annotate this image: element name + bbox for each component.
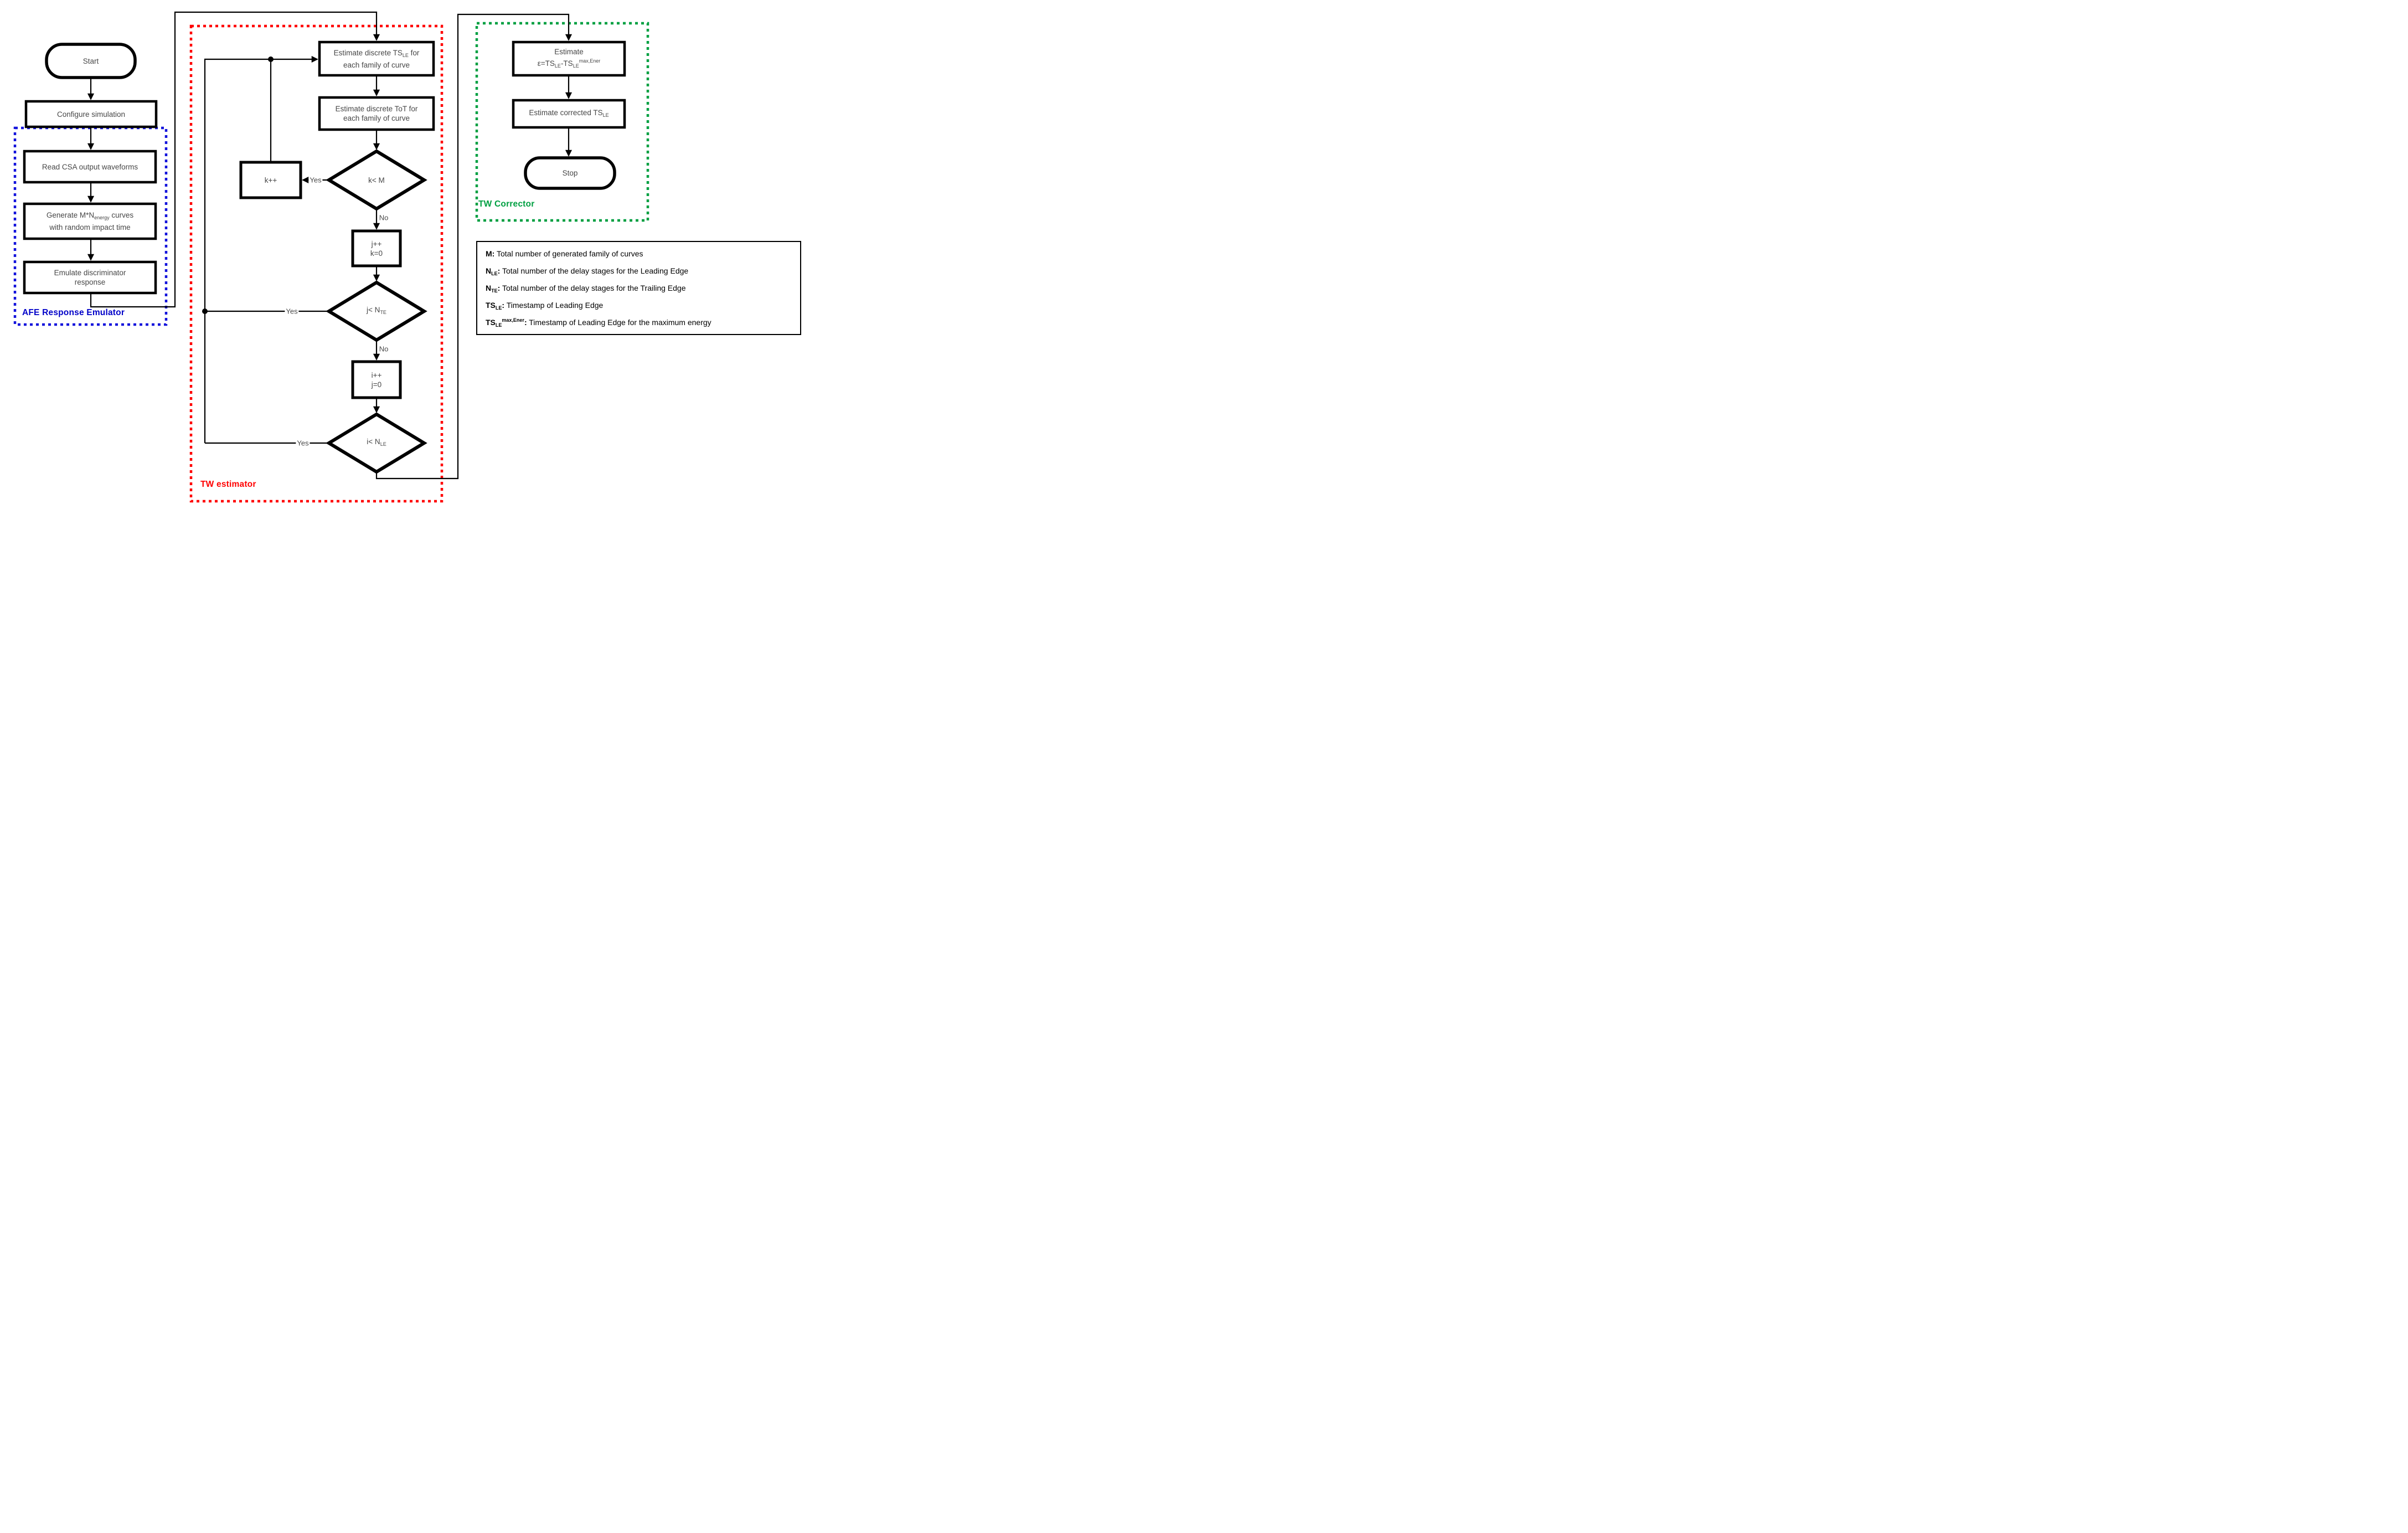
j-yes-label: Yes: [285, 307, 299, 316]
k-diamond-node: k< M: [368, 176, 385, 184]
legend-row-nle: NLE: Total number of the delay stages fo…: [486, 266, 689, 276]
legend: M: Total number of generated family of c…: [477, 241, 801, 335]
jpp-box-shape: [351, 229, 402, 267]
junction-dot-j-yes: [202, 308, 208, 314]
read-csa-box-shape: [23, 150, 157, 184]
configure-box-shape: [24, 100, 158, 128]
tw-estimator-frame: [189, 24, 444, 503]
tw-corrector-section-label: TW Corrector: [478, 199, 535, 209]
stop-oval-shape: [524, 156, 616, 190]
start-node: Start: [82, 56, 99, 65]
junction-dot-kpp: [268, 56, 274, 62]
tw-corrector-frame: [475, 22, 649, 222]
connector-lines: [87, 11, 573, 480]
i-diamond-node: i< NLE: [367, 438, 386, 447]
flowchart-canvas: Start Configure simulation Read CSA outp…: [0, 0, 803, 511]
legend-row-tsle: TSLE: Timestamp of Leading Edge: [486, 300, 604, 311]
afe-section-label: AFE Response Emulator: [22, 308, 125, 317]
estimate-eps-box-shape: [512, 40, 626, 77]
generate-box-shape: [23, 202, 157, 240]
ipp-box-shape: [351, 360, 402, 399]
configure-node: Configure simulation: [56, 110, 126, 119]
start-oval-shape: [45, 43, 137, 79]
estimate-ts-box-shape: [318, 40, 435, 77]
estimate-tot-box-shape: [318, 96, 435, 131]
flowchart-diagram: [13, 11, 801, 503]
kpp-node: k++: [264, 176, 277, 184]
edge-loop-collector-to-estimate-ts: [204, 55, 318, 443]
legend-row-nte: NTE: Total number of the delay stages fo…: [486, 283, 686, 294]
edge-emulate-to-estimate-ts: [90, 11, 380, 308]
tw-estimator-section-label: TW estimator: [200, 480, 256, 489]
j-diamond-node: j< NTE: [367, 306, 386, 315]
k-diamond-shape: [326, 149, 427, 211]
legend-box-shape: [476, 241, 801, 335]
legend-row-tsle-max: TSLEmax,Ener: Timestamp of Leading Edge …: [486, 317, 711, 328]
k-yes-label: Yes: [308, 176, 323, 184]
estimate-corrected-node: Estimate corrected TSLE: [529, 108, 609, 118]
stop-node: Stop: [562, 169, 578, 177]
estimate-corrected-box-shape: [512, 99, 626, 129]
i-yes-label: Yes: [296, 439, 310, 447]
read-csa-node: Read CSA output waveforms: [42, 162, 138, 171]
j-diamond-shape: [326, 280, 427, 342]
edge-i-no-to-estimate-eps: [375, 13, 573, 480]
kpp-box-shape: [239, 161, 302, 199]
j-no-label: No: [378, 344, 390, 353]
legend-row-m: M: Total number of generated family of c…: [486, 249, 643, 258]
ipp-node: i++j=0: [371, 371, 382, 389]
i-diamond-shape: [326, 412, 427, 474]
k-no-label: No: [378, 213, 390, 222]
jpp-node: j++k=0: [370, 239, 383, 258]
emulate-box-shape: [23, 260, 157, 295]
